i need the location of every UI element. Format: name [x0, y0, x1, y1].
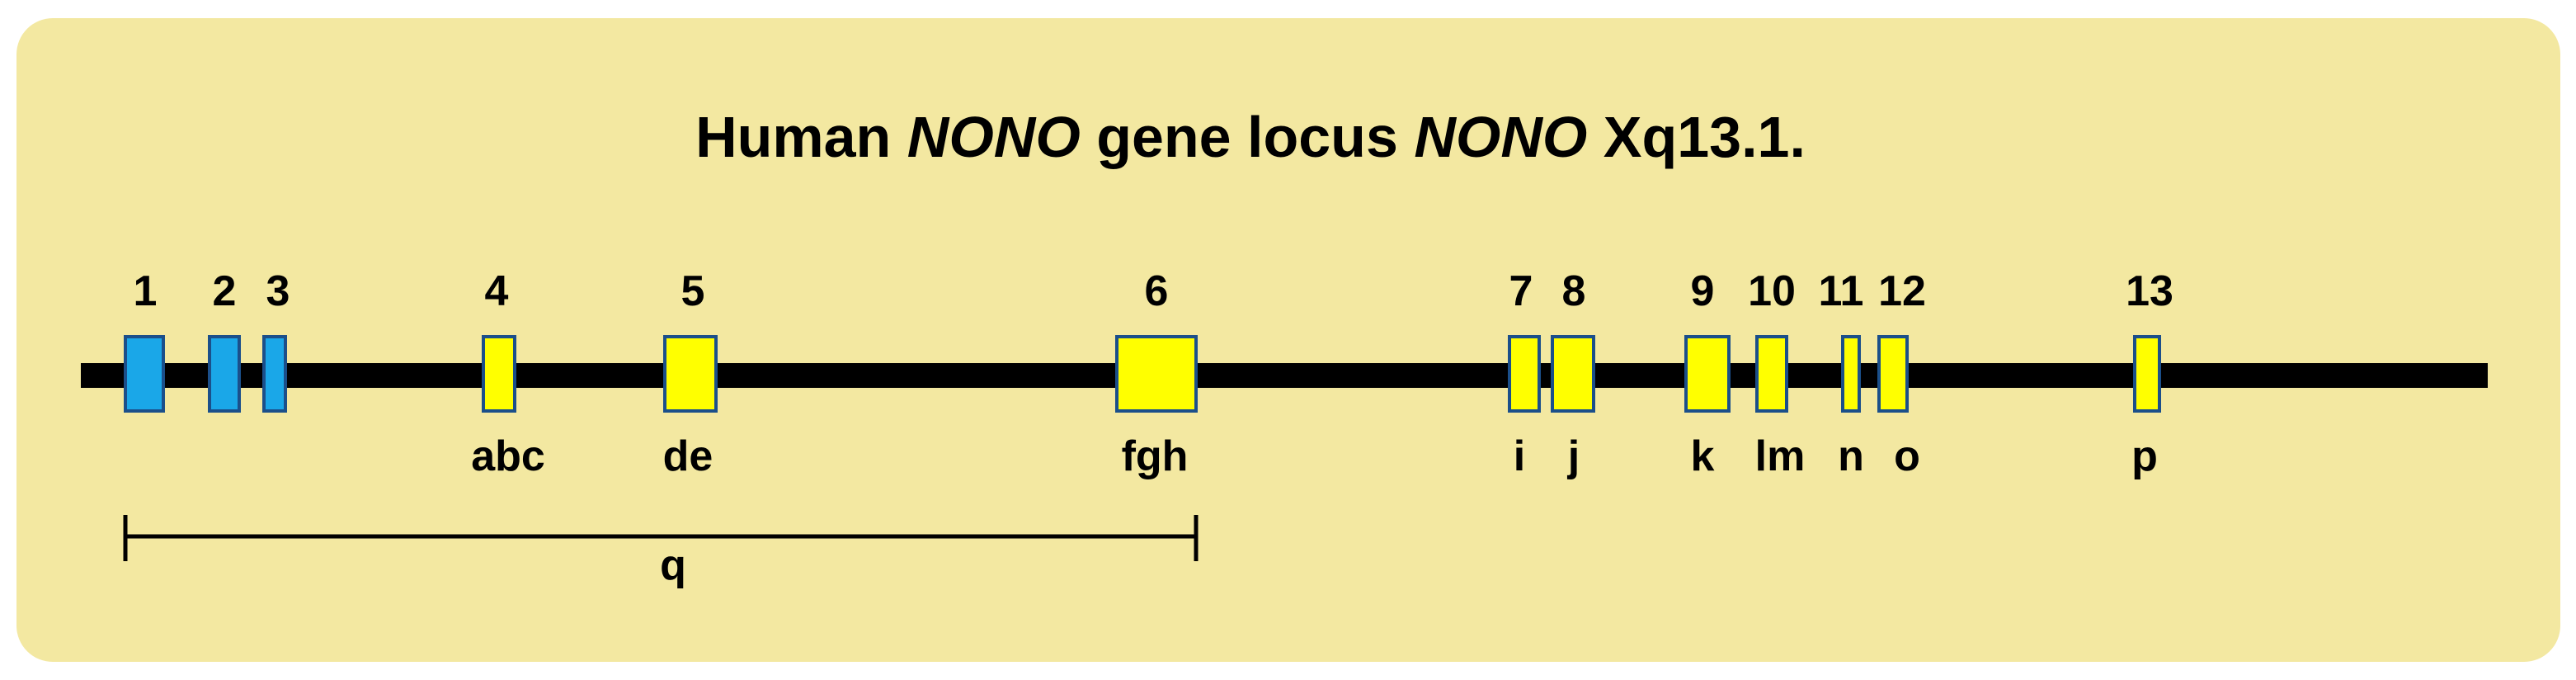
region-label-fgh: fgh	[1122, 432, 1189, 480]
exon-7-box	[1508, 335, 1541, 413]
region-label-lm: lm	[1755, 432, 1806, 480]
region-label-o: o	[1894, 432, 1920, 480]
exon-number-7: 7	[1509, 267, 1533, 315]
diagram-title: Human NONO gene locus NONO Xq13.1.	[695, 105, 1806, 169]
exon-11-box	[1841, 335, 1861, 413]
exon-number-9: 9	[1691, 267, 1715, 315]
exon-4-box	[482, 335, 516, 413]
exon-6-box	[1115, 335, 1198, 413]
region-label-de: de	[663, 432, 713, 480]
exon-3-box	[262, 335, 287, 413]
exon-number-1: 1	[134, 267, 158, 315]
exon-1-box	[124, 335, 165, 413]
region-labels: abc de fgh i j k lm n o p	[471, 432, 2158, 480]
exon-boxes	[124, 335, 2161, 413]
region-label-k: k	[1691, 432, 1715, 480]
exon-numbers: 1 2 3 4 5 6 7 8 9 10 11 12 13	[134, 267, 2173, 315]
exon-number-13: 13	[2126, 267, 2173, 315]
exon-2-box	[208, 335, 241, 413]
title-part2: gene locus	[1081, 105, 1415, 169]
title-gene1: NONO	[907, 105, 1081, 169]
exon-number-10: 10	[1748, 267, 1796, 315]
region-label-abc: abc	[471, 432, 545, 480]
exon-8-box	[1551, 335, 1595, 413]
q-bracket-label: q	[660, 541, 686, 589]
region-label-n: n	[1838, 432, 1864, 480]
exon-number-6: 6	[1145, 267, 1169, 315]
exon-13-box	[2133, 335, 2161, 413]
q-bracket	[123, 515, 1199, 561]
exon-number-3: 3	[266, 267, 290, 315]
region-label-i: i	[1514, 432, 1525, 480]
exon-9-box	[1684, 335, 1731, 413]
exon-12-box	[1877, 335, 1909, 413]
exon-number-2: 2	[213, 267, 237, 315]
exon-10-box	[1755, 335, 1788, 413]
exon-number-4: 4	[485, 267, 509, 315]
exon-number-12: 12	[1878, 267, 1926, 315]
exon-number-5: 5	[681, 267, 705, 315]
title-gene2: NONO	[1414, 105, 1587, 169]
title-part1: Human	[695, 105, 907, 169]
exon-5-box	[663, 335, 718, 413]
title-part3: Xq13.1.	[1587, 105, 1806, 169]
exon-number-11: 11	[1819, 267, 1864, 315]
region-label-j: j	[1567, 432, 1580, 480]
chromosome-line	[81, 363, 2488, 388]
exon-number-8: 8	[1562, 267, 1586, 315]
region-label-p: p	[2131, 432, 2158, 480]
